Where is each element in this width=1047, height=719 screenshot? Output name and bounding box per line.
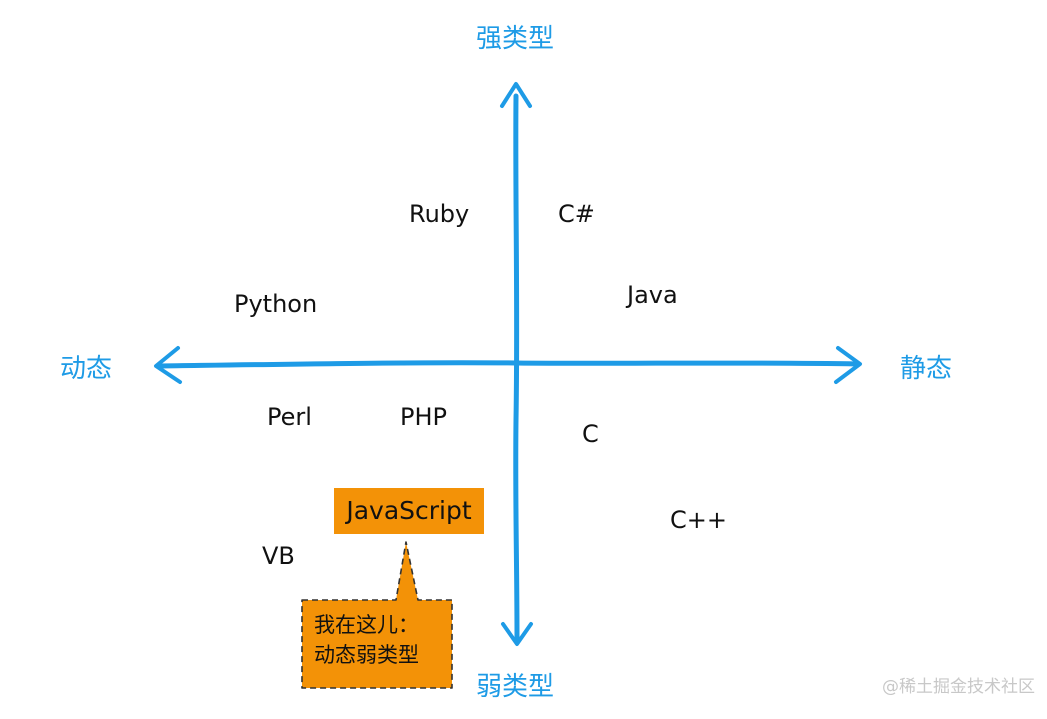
- axis-label-static: 静态: [900, 354, 953, 384]
- lang-javascript: JavaScript: [346, 496, 472, 525]
- lang-cpp: C++: [670, 506, 727, 534]
- lang-perl: Perl: [267, 403, 312, 431]
- lang-php: PHP: [400, 403, 447, 431]
- lang-vb: VB: [262, 542, 295, 570]
- lang-ruby: Ruby: [409, 200, 470, 228]
- callout-bubble: [301, 541, 453, 689]
- javascript-highlight: JavaScript: [334, 488, 484, 534]
- horizontal-axis-line: [157, 360, 861, 369]
- axis-label-strong-typing: 强类型: [476, 24, 555, 54]
- axis-label-dynamic: 动态: [60, 354, 113, 384]
- lang-csharp: C#: [558, 200, 595, 228]
- vertical-axis-arrow-down: [501, 622, 533, 646]
- vertical-axis-line: [513, 93, 520, 643]
- horizontal-axis-arrow-left: [154, 346, 182, 384]
- watermark: @稀土掘金技术社区: [882, 677, 1035, 697]
- horizontal-axis-arrow-right: [834, 346, 862, 384]
- vertical-axis-arrow-up: [500, 82, 532, 108]
- lang-c: C: [582, 420, 599, 448]
- axis-label-weak-typing: 弱类型: [476, 672, 555, 702]
- lang-java: Java: [627, 281, 678, 309]
- callout-line-2: 动态弱类型: [314, 643, 419, 667]
- callout-text: 我在这儿： 动态弱类型: [310, 610, 450, 670]
- callout-line-1: 我在这儿：: [314, 613, 419, 637]
- lang-python: Python: [234, 290, 318, 318]
